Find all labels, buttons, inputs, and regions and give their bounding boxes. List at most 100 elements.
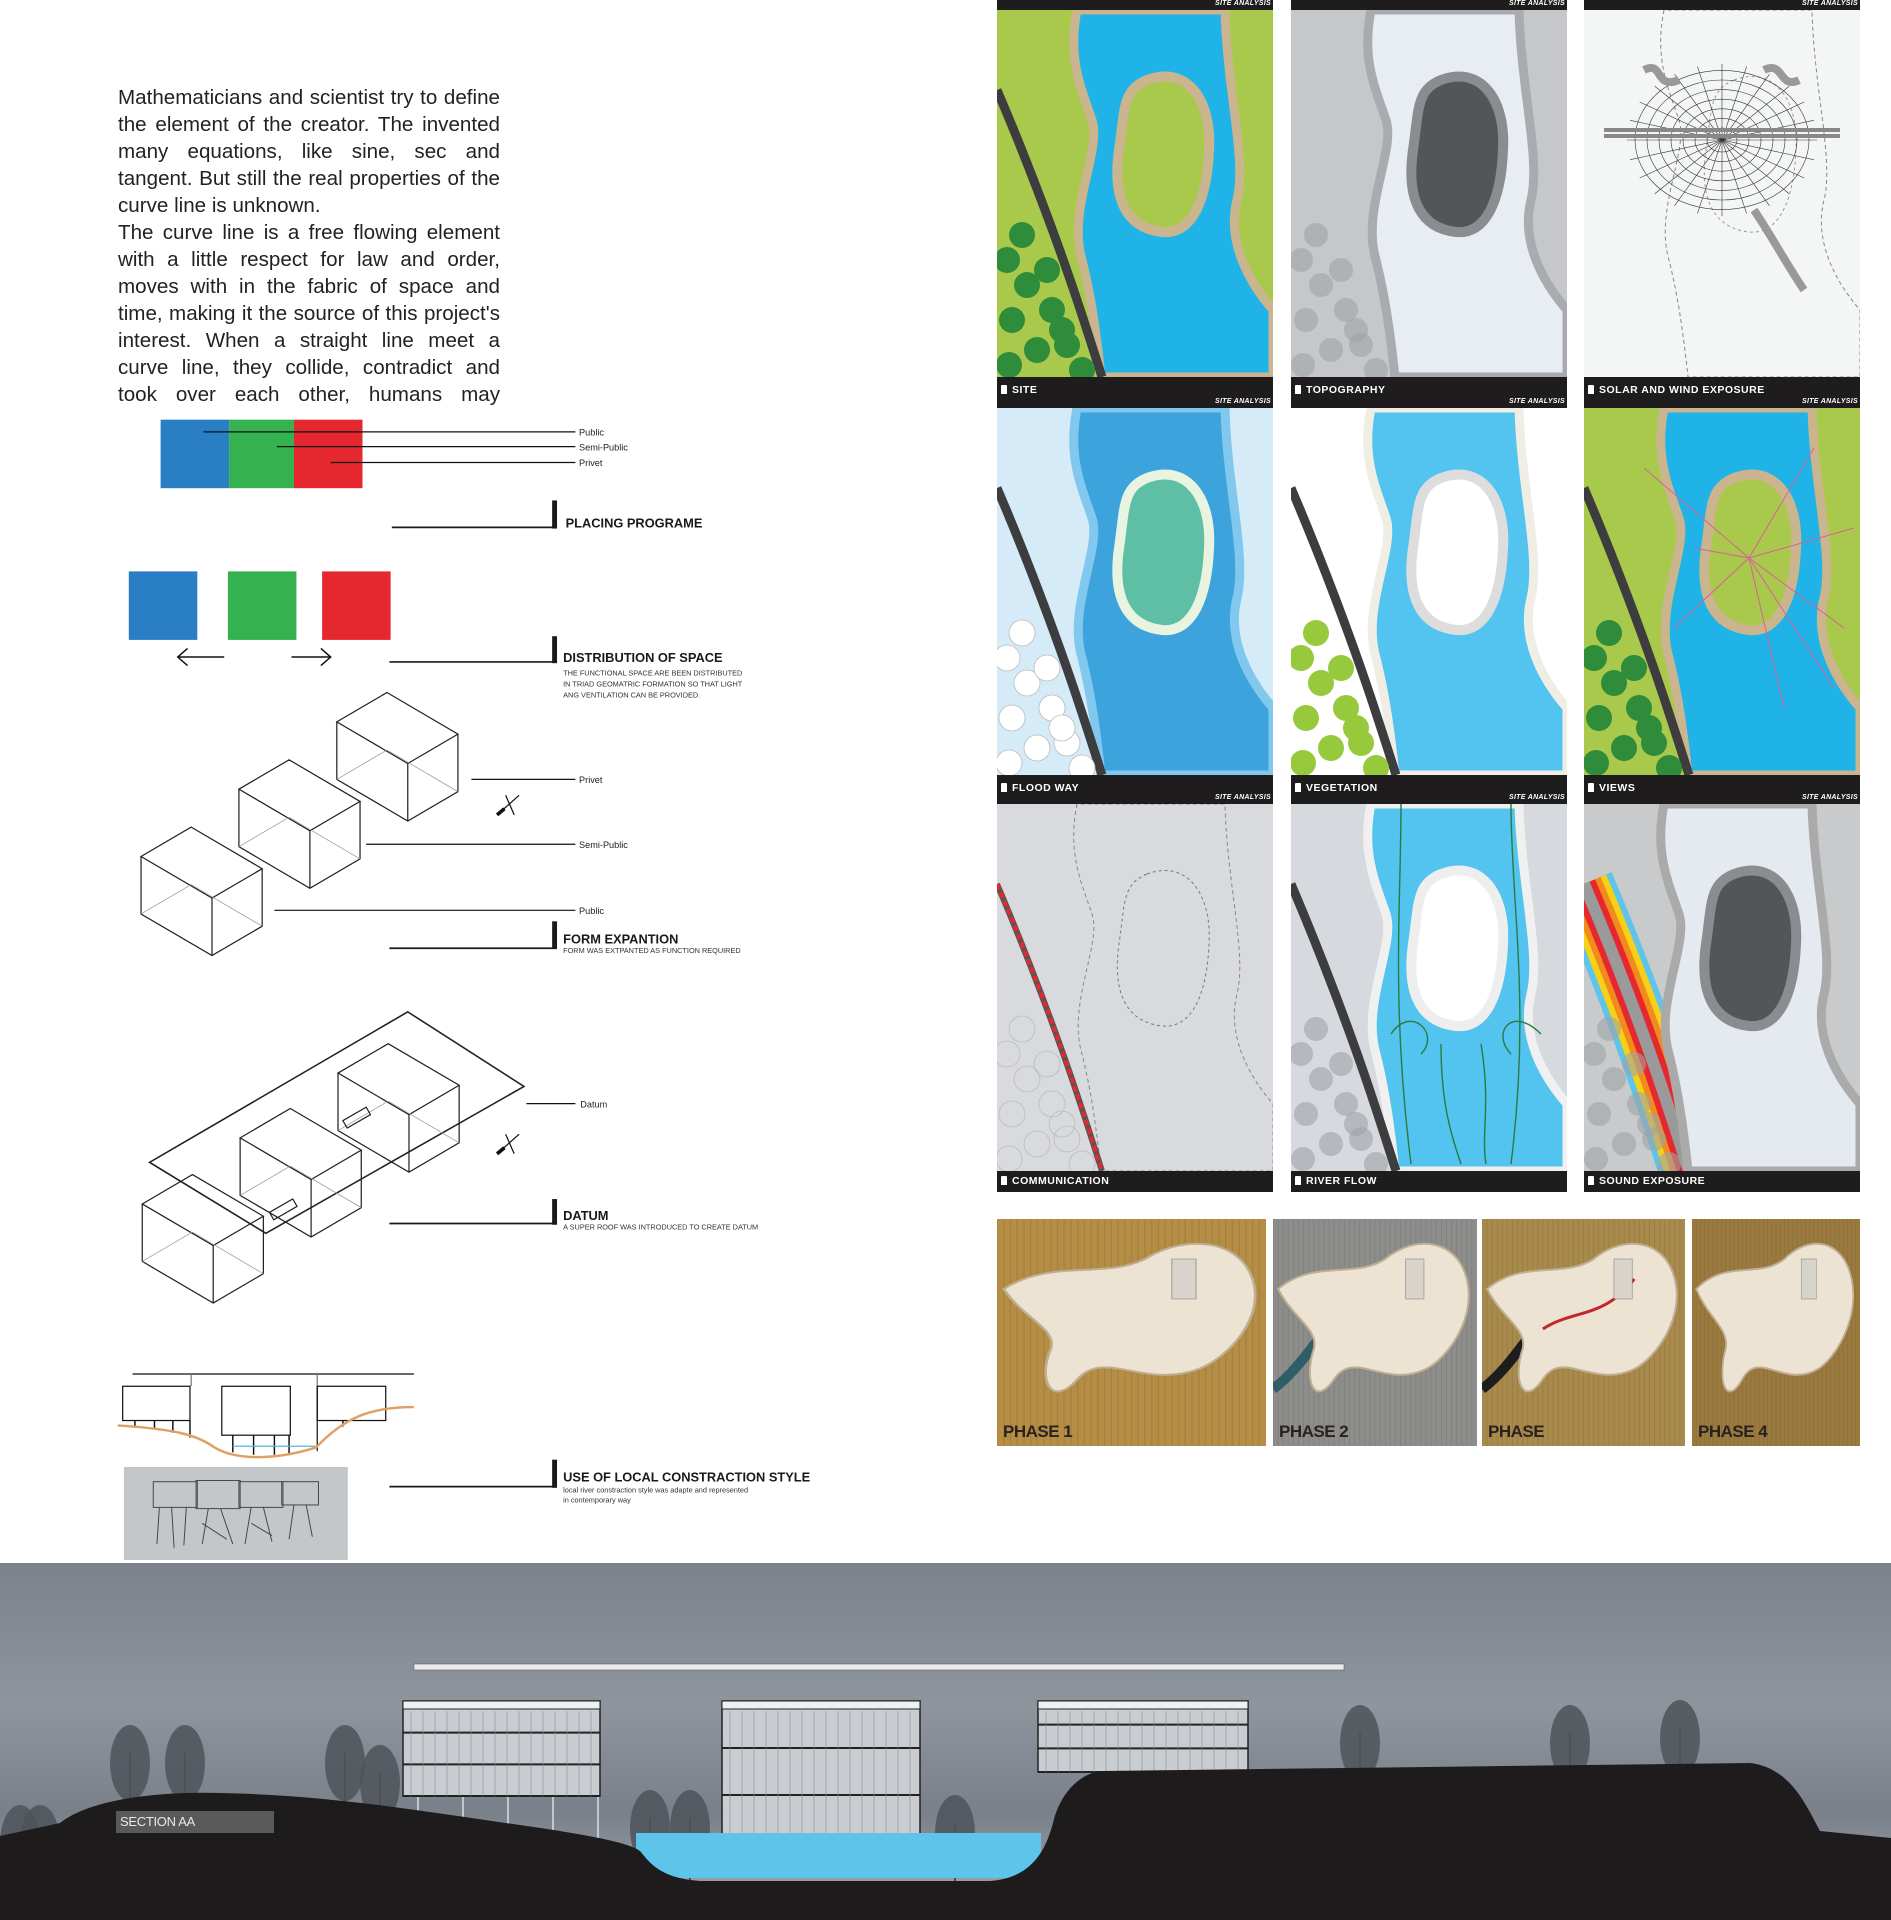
panel-caption: FLOOD WAY xyxy=(997,775,1273,806)
map-background xyxy=(997,804,1273,1171)
view-lines xyxy=(1643,447,1855,709)
tree xyxy=(1622,1052,1646,1076)
panel-caption: SITE xyxy=(997,377,1273,408)
privet-block xyxy=(293,419,363,489)
tree xyxy=(1656,755,1682,775)
hand-icon xyxy=(1295,385,1301,394)
tree xyxy=(1038,1090,1066,1118)
section-label: SECTION AA xyxy=(116,1811,274,1833)
tree xyxy=(1318,735,1344,761)
panel-caption-text: COMMUNICATION xyxy=(1012,1175,1110,1187)
site-analysis-label: SITE ANALYSIS xyxy=(1508,398,1565,405)
tree xyxy=(1303,620,1329,646)
sound-band xyxy=(1584,881,1695,1171)
map-site xyxy=(997,10,1273,377)
tree xyxy=(1334,1092,1358,1116)
local-construction-desc: in contemporary way xyxy=(563,1495,631,1504)
hand-icon xyxy=(1001,783,1007,792)
intro-paragraph-1: Mathematicians and scientist try to defi… xyxy=(118,86,500,217)
tree xyxy=(1294,308,1318,332)
tree xyxy=(1329,1052,1353,1076)
tree xyxy=(1611,735,1637,761)
intro-paragraph-2: The curve line is a free flowing element… xyxy=(118,221,500,406)
island xyxy=(1112,71,1215,238)
tree xyxy=(1039,297,1065,323)
form-expantion-title: FORM EXPANTION xyxy=(563,931,678,946)
tree xyxy=(1586,705,1612,731)
super-roof xyxy=(413,1663,1345,1671)
tree xyxy=(1308,670,1334,696)
hand-icon xyxy=(1588,385,1594,394)
tree xyxy=(1291,1147,1315,1171)
tree xyxy=(1068,754,1096,775)
super-roof-slab xyxy=(148,1010,526,1235)
hand-icon xyxy=(1001,385,1007,394)
map-flood xyxy=(997,408,1273,775)
program-color-bar: Public Semi-Public Privet xyxy=(160,419,628,489)
tree xyxy=(1293,705,1319,731)
tree xyxy=(1023,1130,1051,1158)
tree xyxy=(1294,1102,1318,1126)
map-views xyxy=(1584,408,1860,775)
phase-label: PHASE 2 xyxy=(1279,1422,1349,1441)
label-privet: Privet xyxy=(579,775,603,785)
tree xyxy=(1584,1042,1606,1066)
site-analysis-label: SITE ANALYSIS xyxy=(1508,0,1565,7)
cube xyxy=(335,691,460,822)
map-veg xyxy=(1291,408,1567,775)
panel-header: SITE ANALYSIS xyxy=(1584,398,1860,408)
building-section xyxy=(721,1700,921,1848)
hand-icon xyxy=(1588,783,1594,792)
wind-arrows xyxy=(1642,64,1808,293)
tree xyxy=(1053,1125,1081,1153)
panel-caption-text: SOLAR AND WIND EXPOSURE xyxy=(1599,384,1765,396)
flow-arrows xyxy=(1390,804,1542,1165)
local-construction-heading: USE OF LOCAL CONSTRACTION STYLE local ri… xyxy=(389,1459,811,1504)
island xyxy=(1406,865,1509,1032)
tree xyxy=(1033,654,1061,682)
semi-public-block xyxy=(227,571,297,640)
building-section xyxy=(402,1700,601,1848)
panel-caption: TOPOGRAPHY xyxy=(1291,377,1567,408)
tree xyxy=(1049,317,1075,343)
tree xyxy=(1309,273,1333,297)
tree xyxy=(1013,669,1041,697)
model-phase-photo: PHASE 1 xyxy=(997,1219,1266,1446)
tree xyxy=(1343,715,1369,741)
site-analysis-label: SITE ANALYSIS xyxy=(1214,794,1271,801)
tree xyxy=(998,704,1026,732)
tree xyxy=(1014,272,1040,298)
distribution-diagram: DISTRIBUTION OF SPACE THE FUNCTIONAL SPA… xyxy=(128,571,743,699)
site-analysis-label: SITE ANALYSIS xyxy=(1508,794,1565,801)
road xyxy=(1291,486,1401,775)
phase-label: PHASE 1 xyxy=(1003,1422,1073,1441)
model-photo xyxy=(1273,1219,1477,1446)
tree xyxy=(1364,358,1388,377)
island xyxy=(1406,469,1509,636)
tree xyxy=(1627,1092,1651,1116)
panel-header: SITE ANALYSIS xyxy=(997,398,1273,408)
cube xyxy=(141,1173,265,1304)
tree xyxy=(997,644,1021,672)
map-solar xyxy=(1584,10,1860,377)
tree xyxy=(1602,1067,1626,1091)
river-water xyxy=(636,1833,1041,1878)
form-expansion-labels: Privet Semi-Public Public FORM EXPANTION… xyxy=(274,775,741,955)
tree xyxy=(997,247,1020,273)
road xyxy=(1584,486,1694,775)
hand-icon xyxy=(1295,783,1301,792)
island xyxy=(1703,76,1797,233)
tree xyxy=(1601,670,1627,696)
public-block xyxy=(160,419,230,489)
panel-caption: SOLAR AND WIND EXPOSURE xyxy=(1584,377,1860,408)
tree xyxy=(1009,222,1035,248)
tree xyxy=(1008,1015,1036,1043)
distribution-title: DISTRIBUTION OF SPACE xyxy=(563,650,723,665)
map-sound xyxy=(1584,804,1860,1171)
tree xyxy=(999,307,1025,333)
panel-header: SITE ANALYSIS xyxy=(997,794,1273,804)
